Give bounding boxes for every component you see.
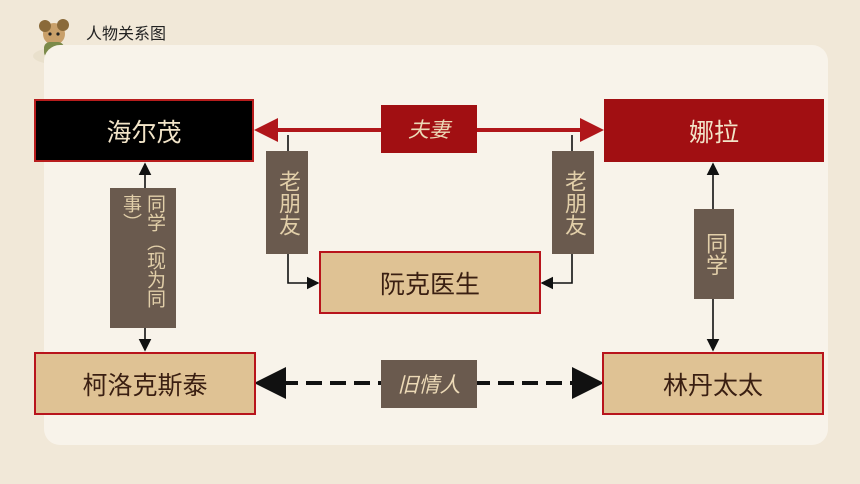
node-nora: 娜拉 (604, 99, 824, 162)
relation-old-friend-right: 老朋友 (552, 151, 594, 254)
relation-classmate: 同学 (694, 209, 734, 299)
node-linde: 林丹太太 (602, 352, 824, 415)
relation-classmate-text: 同学 (702, 232, 727, 276)
node-krogstad: 柯洛克斯泰 (34, 352, 256, 415)
relation-classmate-colleague: 同学（现为同事） (110, 188, 176, 328)
page-title: 人物关系图 (86, 24, 167, 43)
node-rank: 阮克医生 (319, 251, 541, 314)
relation-old-friend-right-text: 老朋友 (561, 169, 586, 236)
relation-old-friend-left-text: 老朋友 (275, 169, 300, 236)
relation-old-lover: 旧情人 (381, 360, 477, 408)
relation-classmate-colleague-text: 同学（现为同事） (120, 194, 166, 308)
relation-old-friend-left: 老朋友 (266, 151, 308, 254)
relation-spouse: 夫妻 (381, 105, 477, 153)
node-helmer: 海尔茂 (34, 99, 254, 162)
